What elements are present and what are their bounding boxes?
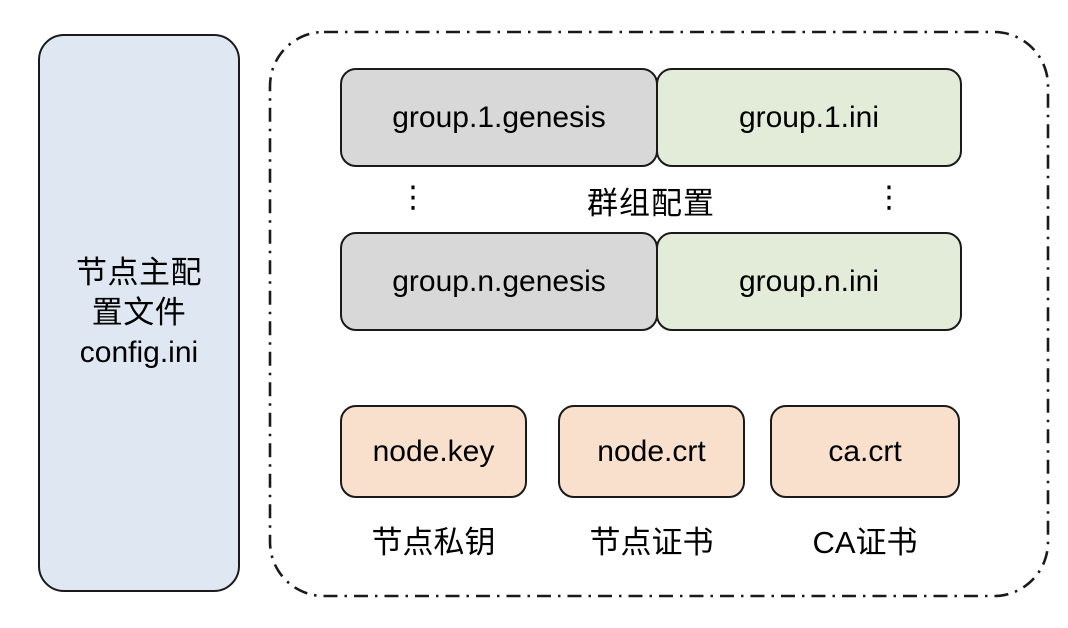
node-key-caption: 节点私钥 [371, 524, 496, 560]
group-1-genesis-box[interactable]: group.1.genesis [340, 68, 658, 167]
ellipsis-right-icon: ⋮ [874, 181, 904, 214]
node-key-box[interactable]: node.key [340, 405, 527, 498]
ellipsis-left-icon: ⋮ [398, 181, 428, 214]
main-config-file-box[interactable]: 节点主配 置文件 config.ini [38, 34, 240, 592]
group-1-ini-label: group.1.ini [738, 100, 880, 134]
main-config-label-line1: 节点主配 [76, 255, 202, 291]
node-crt-box[interactable]: node.crt [558, 405, 745, 498]
node-crt-caption: 节点证书 [589, 524, 714, 560]
main-config-label-line2: 置文件 [91, 294, 187, 330]
group-1-ini-box[interactable]: group.1.ini [656, 68, 962, 167]
main-config-file-name: config.ini [79, 336, 199, 370]
group-section-label: 群组配置 [587, 185, 715, 221]
node-key-label: node.key [372, 434, 495, 468]
group-n-ini-box[interactable]: group.n.ini [656, 232, 962, 331]
container-border-outline [268, 30, 1050, 598]
ca-crt-label: ca.crt [828, 434, 902, 468]
group-section-annotation: ⋮ 群组配置 ⋮ [340, 172, 962, 228]
group-n-genesis-label: group.n.genesis [392, 264, 606, 298]
group-n-ini-label: group.n.ini [738, 264, 880, 298]
node-files-container [268, 30, 1050, 598]
group-n-genesis-box[interactable]: group.n.genesis [340, 232, 658, 331]
ca-crt-caption: CA证书 [812, 524, 918, 560]
group-1-genesis-label: group.1.genesis [392, 100, 606, 134]
node-crt-label: node.crt [597, 434, 706, 468]
ca-crt-box[interactable]: ca.crt [770, 405, 960, 498]
